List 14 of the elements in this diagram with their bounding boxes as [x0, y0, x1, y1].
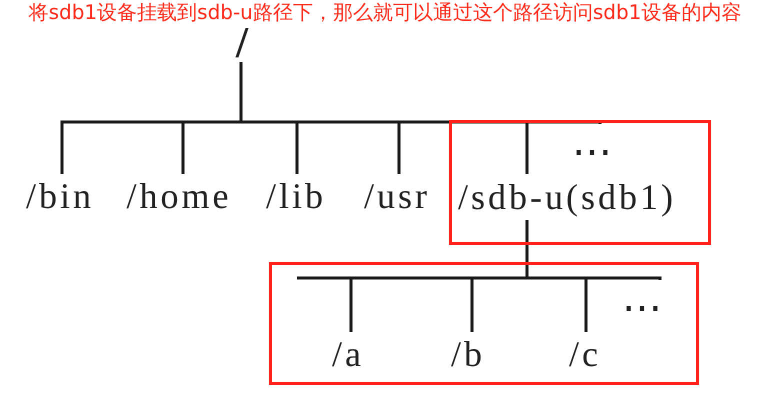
ellipsis: … — [570, 124, 614, 160]
directory-name: /home — [126, 174, 232, 218]
root-directory-name: / — [226, 24, 258, 62]
directory-name: /bin — [22, 174, 98, 218]
ellipsis: … — [620, 280, 664, 316]
directory-name: /usr — [358, 174, 436, 218]
directory-name: /b — [445, 332, 491, 376]
directory-name: /a — [325, 332, 371, 376]
directory-name: /sdb-u(sdb1) — [454, 174, 680, 220]
directory-name: /lib — [258, 174, 334, 218]
highlight-frame — [449, 120, 711, 245]
highlight-frame — [269, 262, 699, 385]
annotation-note: 将sdb1设备挂载到sdb-u路径下，那么就可以通过这个路径访问sdb1设备的内容 — [28, 1, 742, 23]
directory-name: /c — [562, 332, 608, 376]
